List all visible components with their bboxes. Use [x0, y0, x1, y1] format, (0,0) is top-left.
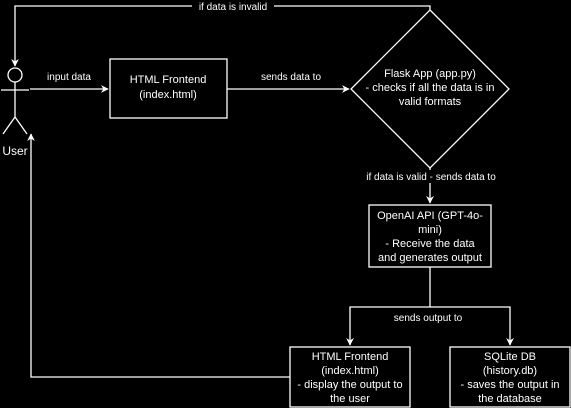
edge-sends-data-to: sends data to	[227, 72, 350, 93]
node-frontend-input: HTML Frontend (index.html)	[109, 58, 228, 119]
edge-if-invalid: if data is invalid	[11, 0, 431, 67]
node-frontend-output: HTML Frontend (index.html) - display the…	[289, 346, 411, 408]
edge-input-data: input data	[30, 72, 109, 93]
user-actor: User	[1, 67, 29, 158]
frontend-output-line-3: - display the output to	[297, 379, 402, 391]
edge-output-to-user-line	[27, 133, 290, 378]
flask-line-1: Flask App (app.py)	[384, 68, 476, 80]
node-openai-api: OpenAI API (GPT-4o- mini) - Receive the …	[368, 204, 492, 268]
openai-line-1: OpenAI API (GPT-4o-	[377, 210, 483, 222]
sqlite-line-3: - saves the output in	[460, 379, 559, 391]
node-sqlite-db: SQLite DB (history.db) - saves the outpu…	[449, 346, 571, 408]
edge-output-to-user	[27, 133, 290, 378]
frontend-output-line-4: the user	[330, 393, 370, 405]
edge-output-to-frontend-line	[346, 267, 431, 346]
edge-output-to-sqlite-line	[430, 306, 514, 346]
edge-input-data-label: input data	[47, 72, 91, 83]
frontend-input-line-2: (index.html)	[139, 89, 196, 101]
flask-line-2: - checks if all the data is in	[365, 82, 494, 94]
edge-if-valid-label: if data is valid - sends data to	[366, 172, 496, 183]
edge-if-invalid-label-bg	[192, 0, 274, 12]
frontend-input-box	[109, 58, 228, 119]
sqlite-box	[449, 346, 571, 408]
openai-line-3: - Receive the data	[385, 238, 475, 250]
sqlite-line-2: (history.db)	[483, 365, 537, 377]
openai-line-4: and generates output	[378, 252, 482, 264]
frontend-output-box	[289, 346, 411, 408]
edge-sends-output-to-label: sends output to	[394, 313, 463, 324]
edge-if-valid: if data is valid - sends data to	[358, 168, 504, 204]
sqlite-line-1: SQLite DB	[484, 351, 536, 363]
actor-right-leg	[14, 116, 28, 135]
edge-if-valid-label-bg	[358, 170, 504, 183]
edge-sends-output-to: sends output to	[346, 267, 514, 346]
node-flask-decision: Flask App (app.py) - checks if all the d…	[350, 9, 510, 169]
flask-line-3: valid formats	[399, 96, 462, 108]
openai-line-2: mini)	[418, 224, 442, 236]
sqlite-line-4: the database	[478, 393, 542, 405]
frontend-input-line-1: HTML Frontend	[130, 74, 207, 86]
edge-if-invalid-label: if data is invalid	[199, 2, 267, 13]
frontend-output-line-1: HTML Frontend	[312, 351, 389, 363]
edge-sends-data-to-label: sends data to	[261, 72, 321, 83]
actor-label: User	[2, 144, 27, 158]
frontend-output-line-2: (index.html)	[321, 365, 378, 377]
openai-box	[368, 204, 492, 268]
actor-left-leg	[2, 116, 16, 135]
actor-head	[7, 67, 23, 83]
edge-if-invalid-line	[11, 5, 431, 67]
